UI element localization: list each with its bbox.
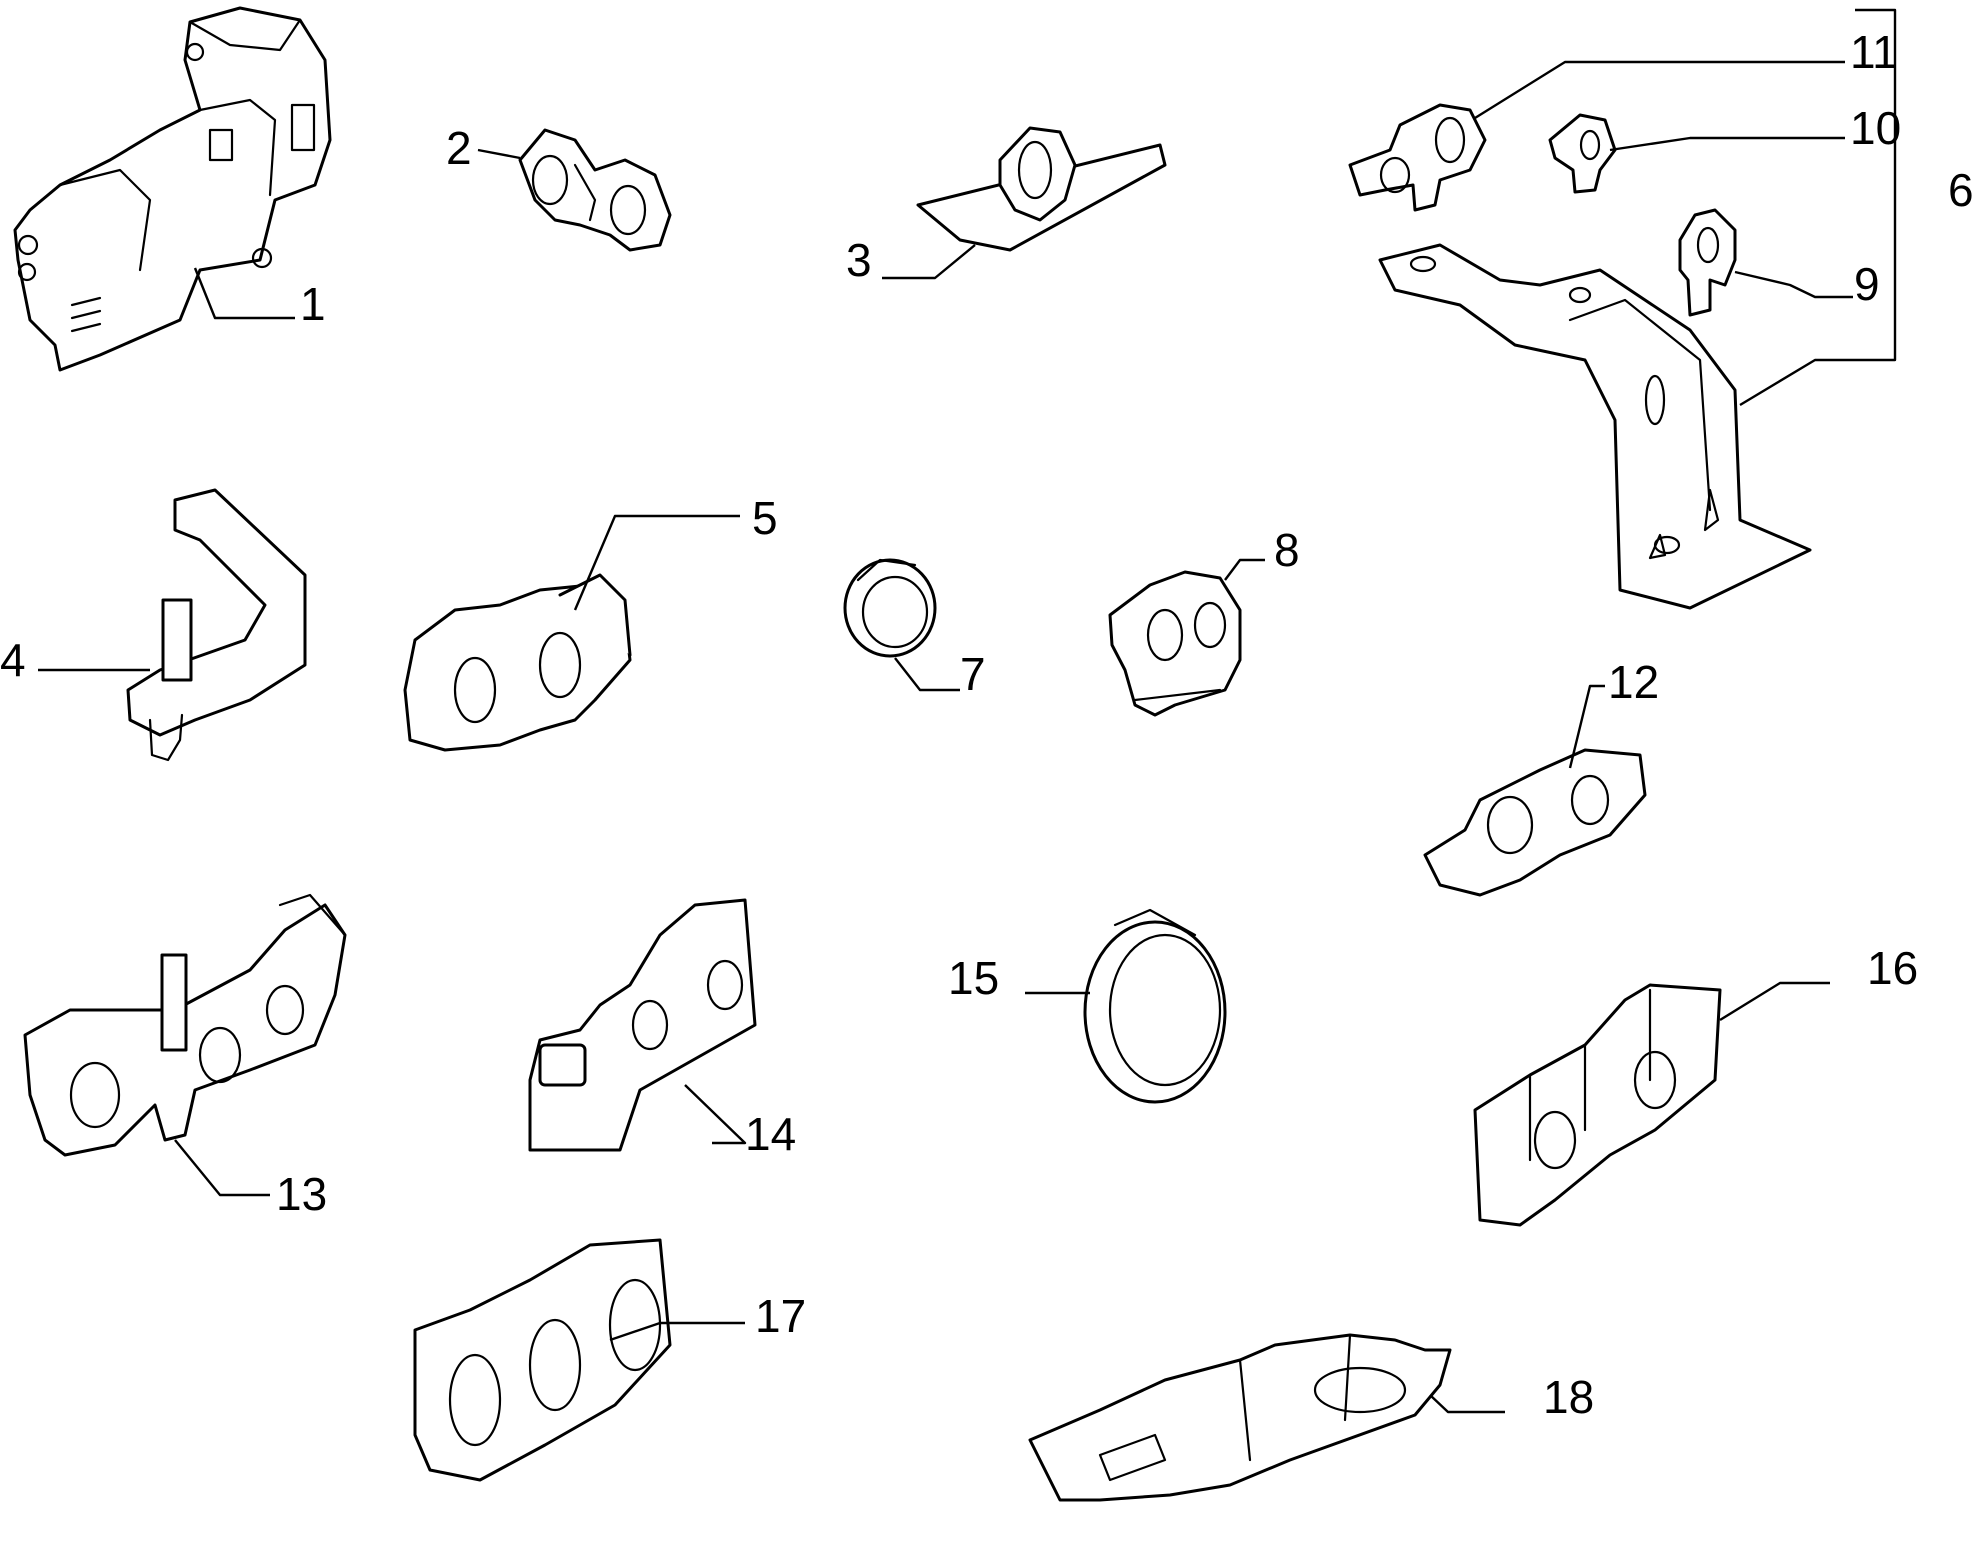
part-10-small-clip	[1548, 113, 1617, 194]
part-4-hook-bracket	[126, 488, 307, 762]
callout-6: 6	[1948, 164, 1974, 216]
part-7-hose-clamp-small	[843, 558, 937, 658]
leader-8	[1224, 558, 1265, 581]
callout-17: 17	[755, 1290, 806, 1342]
callout-7: 7	[960, 648, 986, 700]
callout-10: 10	[1850, 102, 1901, 154]
leader-13	[174, 1139, 270, 1197]
part-15-hose-clamp-band	[1083, 908, 1227, 1104]
leader-14	[684, 1084, 747, 1145]
leader-12	[1568, 684, 1605, 769]
leader-10	[1609, 136, 1845, 152]
callout-9: 9	[1854, 258, 1880, 310]
callout-4: 4	[0, 634, 26, 686]
callout-5: 5	[752, 492, 778, 544]
part-12-angled-clip	[1423, 748, 1647, 897]
leader-18	[1429, 1394, 1505, 1414]
part-9-small-clip	[1678, 208, 1737, 317]
callout-1: 1	[300, 278, 326, 330]
part-5-saddle-clip	[403, 573, 632, 752]
leader-5	[573, 514, 740, 611]
leader-17	[609, 1321, 745, 1342]
callout-14: 14	[745, 1108, 796, 1160]
callout-2: 2	[446, 122, 472, 174]
part-1-bracket-housing	[13, 6, 332, 372]
part-14-stepped-bracket	[528, 898, 757, 1152]
part-6-metal-bracket	[1378, 243, 1812, 610]
part-17-triple-clip	[413, 1238, 672, 1482]
part-16-housing-clip	[1473, 983, 1722, 1227]
part-11-pin-clip	[1348, 103, 1487, 212]
callout-3: 3	[846, 234, 872, 286]
callout-13: 13	[276, 1168, 327, 1220]
callout-18: 18	[1543, 1371, 1594, 1423]
part-8-spring-clip	[1108, 570, 1242, 717]
part-2-double-clip	[518, 128, 672, 252]
leader-16	[1719, 981, 1830, 1022]
callout-8: 8	[1274, 524, 1300, 576]
leader-lines	[38, 8, 1897, 1414]
leader-1	[193, 267, 295, 320]
callout-numbers: 1 2 3 4 5 6 7 8 9 10 11 12 13 14 15 16 1…	[0, 26, 1974, 1423]
part-18-routing-bracket	[1028, 1333, 1452, 1502]
leader-6	[1739, 8, 1897, 407]
leader-7	[894, 657, 960, 692]
callout-11: 11	[1850, 26, 1898, 78]
callout-16: 16	[1867, 942, 1918, 994]
leader-11	[1474, 60, 1845, 120]
callout-15: 15	[948, 952, 999, 1004]
leader-9	[1734, 270, 1853, 299]
part-13-multi-clip	[23, 893, 347, 1157]
leader-3	[882, 244, 976, 280]
callout-12: 12	[1608, 656, 1659, 708]
part-3-tray-clip	[916, 126, 1167, 252]
leader-2	[477, 148, 521, 160]
